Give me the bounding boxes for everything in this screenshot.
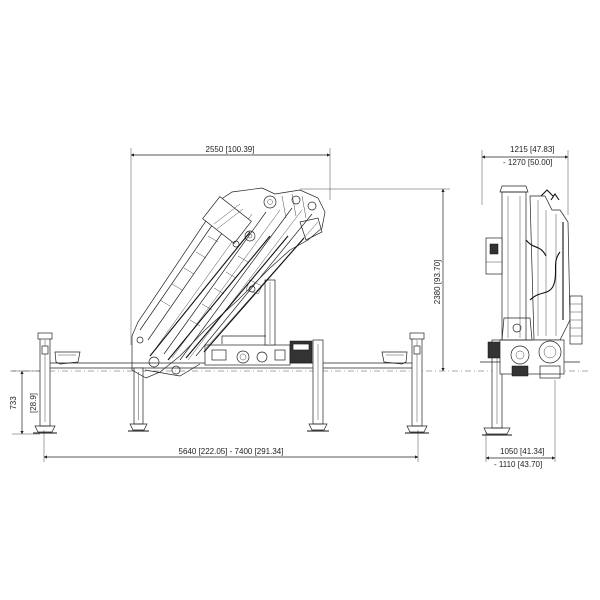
dimension-side-top: 1215 [47.83] - 1270 [50.00] (481, 145, 569, 215)
outrigger-leg-right-outer (381, 332, 429, 434)
crane-base (204, 279, 313, 366)
dimension-outrigger-span: 5640 [222.05] - 7400 [291.34] (43, 430, 419, 462)
dim-leg-height-label: 733 (9, 396, 18, 410)
dim-leg-height-in-label: [28.9] (29, 393, 38, 413)
dimension-total-height: 2380 [93.70] (300, 188, 450, 372)
side-view: 1215 [47.83] - 1270 [50.00] 1050 [41.34]… (480, 145, 583, 469)
side-view-mast (485, 185, 583, 345)
dim-side-bottom-1-label: 1050 [41.34] (500, 447, 544, 456)
dim-side-bottom-2-label: - 1110 [43.70] (494, 460, 542, 469)
boom-assembly (131, 187, 326, 379)
dim-total-height-label: 2380 [93.70] (433, 260, 442, 304)
dim-side-top-1-label: 1215 [47.83] (510, 145, 554, 154)
front-view: 2550 [100.39] 2380 [93.70] 733 [28.9] 56… (9, 145, 450, 462)
outrigger-leg-left-outer (33, 332, 81, 434)
dimension-side-bottom: 1050 [41.34] - 1110 [43.70] (485, 380, 556, 469)
dimension-leg-height: 733 [28.9] (9, 370, 40, 435)
side-view-base (480, 317, 580, 379)
dim-boom-width-label: 2550 [100.39] (206, 145, 255, 154)
dimension-boom-width: 2550 [100.39] (130, 145, 331, 157)
dim-outrigger-span-label: 5640 [222.05] - 7400 [291.34] (179, 447, 284, 456)
outrigger-leg-right-inner (307, 339, 329, 432)
outrigger-leg-left-inner (128, 367, 149, 432)
dim-side-top-2-label: - 1270 [50.00] (503, 158, 552, 167)
